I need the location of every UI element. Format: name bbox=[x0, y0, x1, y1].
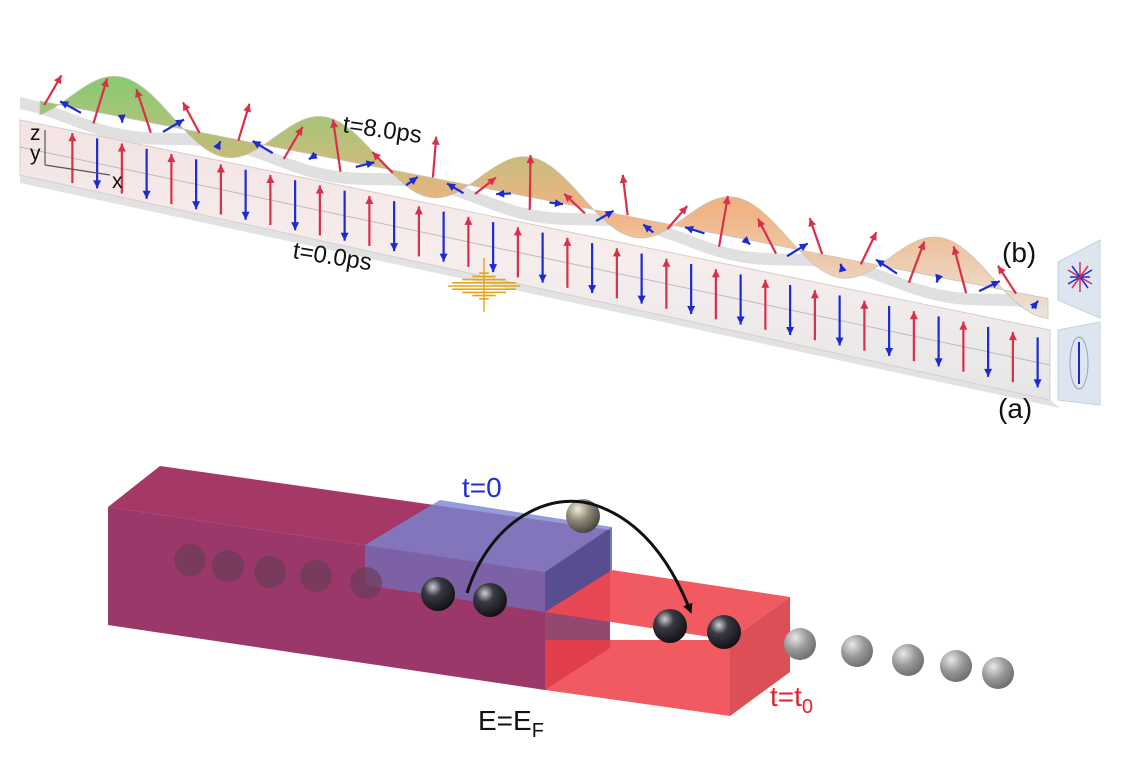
wave-arrow-blue-head bbox=[118, 114, 126, 122]
ball-dark bbox=[653, 609, 687, 643]
top-panel: z y x t=8.0ps t=0.0ps (b) (a) bbox=[20, 75, 1100, 424]
wave-arrow-red bbox=[44, 75, 61, 105]
ball-grey bbox=[982, 657, 1014, 689]
label-panel-b: (b) bbox=[1002, 237, 1036, 268]
wave-arrow-red bbox=[620, 175, 628, 215]
ball-dark bbox=[421, 577, 455, 611]
ball-dim bbox=[254, 556, 286, 588]
wave-arrow-red bbox=[809, 218, 823, 254]
wave-arrow-red-head bbox=[432, 137, 440, 145]
ball-dim bbox=[350, 567, 382, 599]
label-energy-fermi: E=EF bbox=[478, 705, 544, 742]
axis-y-label: y bbox=[30, 142, 41, 165]
axis-x-label: x bbox=[112, 170, 123, 193]
wave-arrow-red bbox=[432, 137, 440, 178]
ball-dark bbox=[707, 615, 741, 649]
ball-dim bbox=[300, 560, 332, 592]
ball-grey bbox=[940, 650, 972, 682]
ball-dim bbox=[174, 544, 206, 576]
ball-grey bbox=[784, 628, 816, 660]
electron-balls-grey bbox=[784, 628, 1014, 689]
ball-dim bbox=[212, 550, 244, 582]
wave-arrow-red bbox=[183, 102, 200, 133]
wave-arrow-red bbox=[238, 104, 251, 141]
ball-dark bbox=[473, 583, 507, 617]
strip-bottom-shadow bbox=[20, 175, 1060, 408]
ball-grey bbox=[841, 635, 873, 667]
label-t-t0: t=t0 bbox=[770, 681, 813, 718]
wave-arrow-red-shaft bbox=[530, 155, 531, 210]
wave-arrow-red-head bbox=[809, 218, 817, 227]
label-panel-a: (a) bbox=[998, 393, 1032, 424]
block-red-front bbox=[545, 640, 730, 716]
label-t0: t=0 bbox=[462, 472, 502, 503]
wave-arrow-blue bbox=[118, 114, 126, 122]
wave-arrow-red bbox=[861, 232, 877, 264]
block-red-tt0 bbox=[545, 570, 790, 716]
end-cap-b-star bbox=[1068, 262, 1092, 292]
bottom-panel: t=0 t=t0 E=EF bbox=[108, 466, 1014, 742]
ball-grey bbox=[892, 644, 924, 676]
